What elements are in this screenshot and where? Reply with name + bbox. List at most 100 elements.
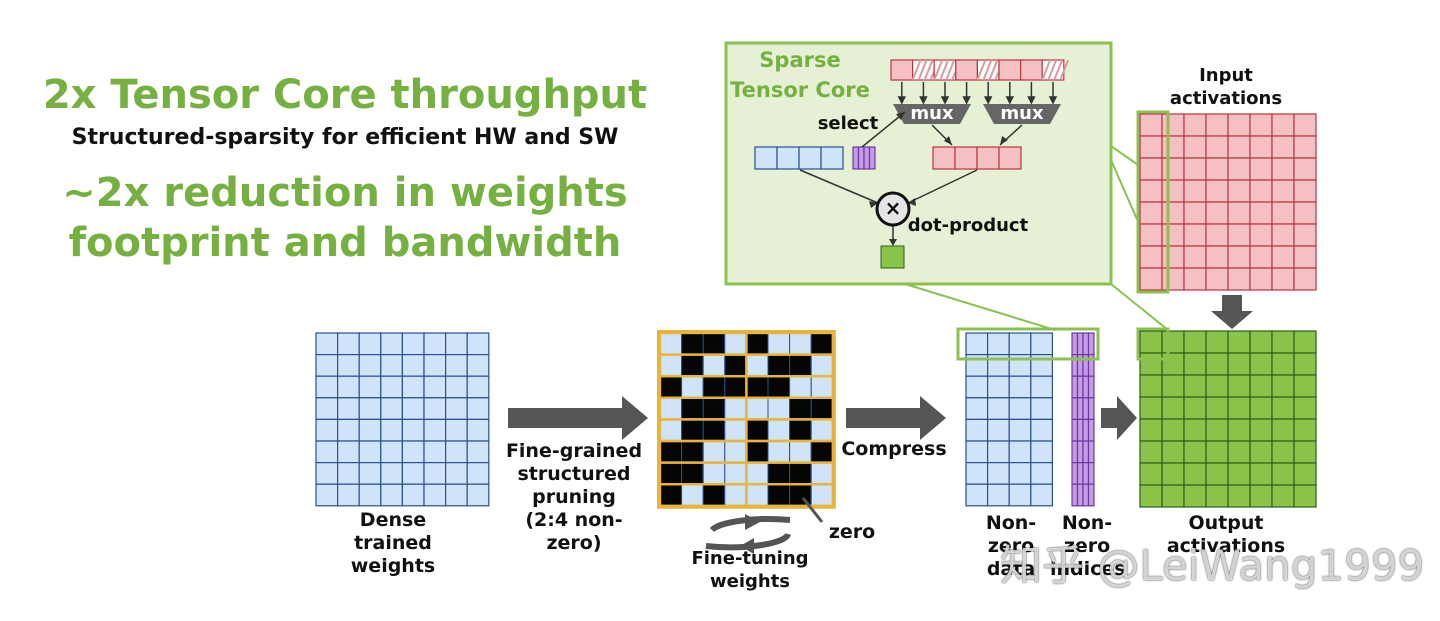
output-activation-cell <box>1161 330 1185 354</box>
sparse-weight-zero-cell <box>724 462 747 485</box>
input-activation-cell <box>1249 245 1273 269</box>
sparse-weight-nonzero-cell <box>659 375 683 399</box>
sparse-weight-zero-cell <box>659 332 683 356</box>
output-activation-cell <box>1183 396 1207 420</box>
sparse-weight-nonzero-cell <box>789 462 812 485</box>
sparse-weight-nonzero-cell <box>745 440 769 464</box>
pruning-arrow <box>508 396 648 440</box>
sparse-weight-zero-cell <box>810 462 834 485</box>
sparse-weight-nonzero-cell <box>767 375 791 399</box>
nonzero-data-cell <box>965 397 989 420</box>
sparse-weight-nonzero-cell <box>681 397 704 420</box>
activation-cell <box>998 59 1022 81</box>
nonzero-index-cell <box>1082 418 1090 442</box>
mux-input-arrowhead <box>983 96 993 105</box>
dense-weight-cell <box>401 332 425 356</box>
output-activation-cell <box>1139 330 1163 354</box>
sparse-weight-zero-cell <box>702 440 726 464</box>
output-activation-cell <box>1161 484 1185 508</box>
dense-weight-cell <box>466 332 490 356</box>
dense-weight-cell <box>466 397 490 420</box>
output-activation-cell <box>1293 484 1317 508</box>
output-activation-cell <box>1249 440 1273 464</box>
input-activation-cell <box>1271 113 1295 137</box>
input-activation-cell <box>1271 157 1295 181</box>
mux-input-arrowhead <box>1027 96 1036 105</box>
input-activation-cell <box>1227 135 1251 159</box>
input-activation-cell <box>1161 267 1185 291</box>
input-activation-cell <box>1205 201 1229 225</box>
output-activation-cell <box>1271 418 1295 442</box>
nonzero-index-cell <box>1071 418 1079 442</box>
input-activation-cell <box>1271 267 1295 291</box>
multiply-symbol: × <box>884 196 902 220</box>
sparse-weight-nonzero-cell <box>659 440 683 464</box>
sparse-weight-zero-cell <box>767 418 791 442</box>
output-activation-cell <box>1161 396 1185 420</box>
output-activation-cell <box>1227 352 1251 376</box>
output-activation-cell <box>1293 418 1317 442</box>
sparse-weight-nonzero-cell <box>702 397 726 420</box>
dense-weight-cell <box>401 354 425 377</box>
output-activation-cell <box>1271 440 1295 464</box>
dense-weight-cell <box>337 354 360 377</box>
dense-weight-cell <box>445 440 468 464</box>
output-activation-cell <box>1249 484 1273 508</box>
input-activation-cell <box>1139 223 1163 247</box>
sparse-weight-zero-cell <box>702 462 726 485</box>
dense-weight-cell <box>315 483 339 507</box>
nonzero-index-cell <box>1082 375 1090 399</box>
dot-product-output-cell <box>880 245 905 269</box>
input-activation-cell <box>1271 135 1295 159</box>
sparse-weight-nonzero-cell <box>659 483 683 507</box>
sparse-weight-nonzero-cell <box>767 354 791 377</box>
selected-activation-cell <box>932 146 956 170</box>
mux-right-label: mux <box>1000 103 1044 124</box>
output-activation-cell <box>1183 440 1207 464</box>
sparse-weight-zero-cell <box>810 483 834 507</box>
nonzero-index-cell <box>1087 440 1095 464</box>
multiply-icon <box>875 191 911 227</box>
dense-weight-cell <box>358 354 382 377</box>
nonzero-data-cell <box>1030 440 1054 464</box>
input-activation-cell <box>1205 135 1229 159</box>
sparse-weight-nonzero-cell <box>745 375 769 399</box>
nonzero-data-cell <box>1030 462 1054 485</box>
sparse-core-title-1: Sparse <box>759 48 841 72</box>
output-activation-cell <box>1249 396 1273 420</box>
mux-input-arrowhead <box>1005 96 1015 105</box>
dense-weight-cell <box>337 418 360 442</box>
sparse-weight-zero-cell <box>702 354 726 377</box>
nonzero-index-cell <box>1087 418 1095 442</box>
output-activation-cell <box>1205 330 1229 354</box>
input-activation-cell <box>1205 267 1229 291</box>
sparse-weight-zero-cell <box>745 354 769 377</box>
fine-tuning-cycle-icon <box>705 516 791 551</box>
dense-weight-cell <box>466 354 490 377</box>
dense-weights-matrix <box>315 332 490 507</box>
sparse-weight-zero-cell <box>789 375 812 399</box>
input-activation-cell <box>1139 113 1163 137</box>
dense-weight-cell <box>423 418 447 442</box>
nonzero-index-cell <box>1087 397 1095 420</box>
input-activation-cell <box>1271 201 1295 225</box>
sparse-weight-zero-cell <box>659 354 683 377</box>
nonzero-index-cell <box>1076 418 1084 442</box>
input-activation-cell <box>1161 113 1185 137</box>
activation-cell <box>1019 59 1043 81</box>
dense-weight-cell <box>315 332 339 356</box>
dense-weight-cell <box>358 375 382 399</box>
input-activation-cell <box>1183 135 1207 159</box>
dense-weight-cell <box>380 483 403 507</box>
weight-cell <box>820 146 844 170</box>
output-activation-cell <box>1139 462 1163 486</box>
sparse-weight-zero-cell <box>724 483 747 507</box>
output-activation-cell <box>1227 330 1251 354</box>
nonzero-data-cell <box>986 397 1010 420</box>
nonzero-index-cell <box>1071 397 1079 420</box>
nonzero-data-cell <box>986 462 1010 485</box>
hatch-line <box>1041 59 1052 81</box>
dense-weight-cell <box>466 418 490 442</box>
output-activation-cell <box>1139 440 1163 464</box>
